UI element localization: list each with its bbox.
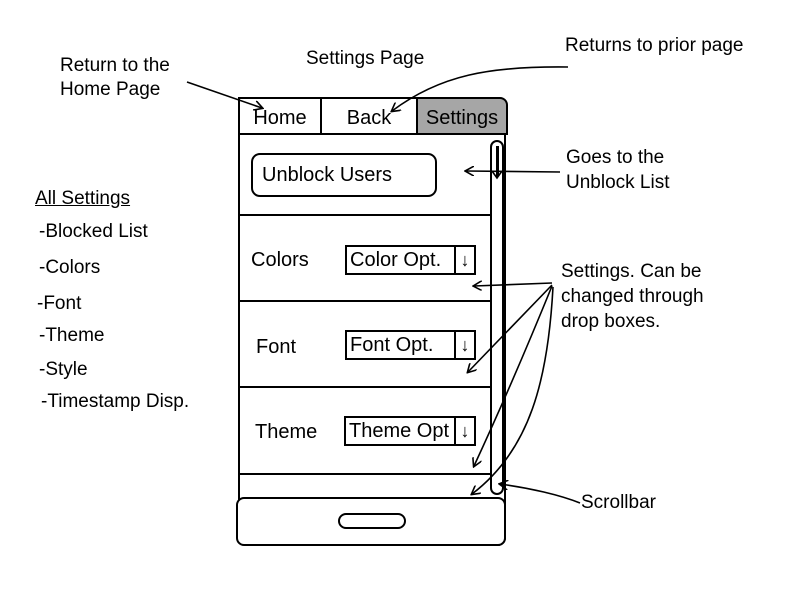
down-arrow-icon: ↓ (454, 332, 474, 358)
divider (238, 214, 490, 216)
font-dropdown[interactable]: Font Opt. ↓ (345, 330, 476, 360)
arrow-scrollbar (500, 484, 581, 504)
colors-dropdown[interactable]: Color Opt. ↓ (345, 245, 476, 275)
all-settings-item: -Blocked List (39, 221, 148, 242)
back-note: Returns to prior page (565, 35, 744, 56)
arrow-settings-theme (474, 285, 553, 466)
font-label: Font (256, 336, 297, 358)
arrow-home (186, 81, 262, 108)
arrow-unblock (466, 171, 561, 172)
scrollbar[interactable] (490, 140, 504, 495)
home-note-line2: Home Page (60, 79, 161, 100)
page-title: Settings Page (306, 48, 425, 69)
settings-note-line2: changed through (561, 286, 704, 307)
unblock-note-line1: Goes to the (566, 147, 665, 168)
down-arrow-icon: ↓ (454, 418, 474, 444)
divider (238, 386, 490, 388)
arrow-settings-colors (474, 283, 553, 286)
tab-home[interactable]: Home (238, 97, 322, 135)
colors-label: Colors (251, 249, 309, 271)
theme-dropdown[interactable]: Theme Opt ↓ (344, 416, 476, 446)
all-settings-item: -Font (37, 293, 82, 314)
all-settings-heading: All Settings (35, 188, 131, 209)
divider (238, 300, 490, 302)
theme-dropdown-value: Theme Opt (349, 420, 450, 442)
settings-note-line1: Settings. Can be (561, 261, 702, 282)
all-settings-item: -Colors (39, 257, 101, 278)
arrow-settings-font (468, 284, 553, 372)
font-dropdown-value: Font Opt. (350, 334, 434, 356)
home-note-line1: Return to the (60, 55, 170, 76)
arrow-back (392, 66, 569, 111)
settings-note-line3: drop boxes. (561, 311, 661, 332)
bottom-bar (236, 497, 506, 546)
colors-dropdown-value: Color Opt. (350, 249, 442, 271)
unblock-note-line2: Unblock List (566, 172, 670, 193)
all-settings-item: -Style (39, 359, 88, 380)
theme-label: Theme (255, 421, 318, 443)
all-settings-item: -Theme (39, 325, 105, 346)
arrow-settings-bottom (472, 286, 554, 494)
tab-settings[interactable]: Settings (416, 97, 508, 135)
all-settings-item: -Timestamp Disp. (41, 391, 190, 412)
scroll-down-icon (491, 150, 503, 180)
unblock-users-button[interactable]: Unblock Users (251, 153, 437, 197)
down-arrow-icon: ↓ (454, 247, 474, 273)
scrollbar-note: Scrollbar (581, 492, 656, 513)
home-button[interactable] (338, 513, 406, 529)
divider (238, 473, 490, 475)
